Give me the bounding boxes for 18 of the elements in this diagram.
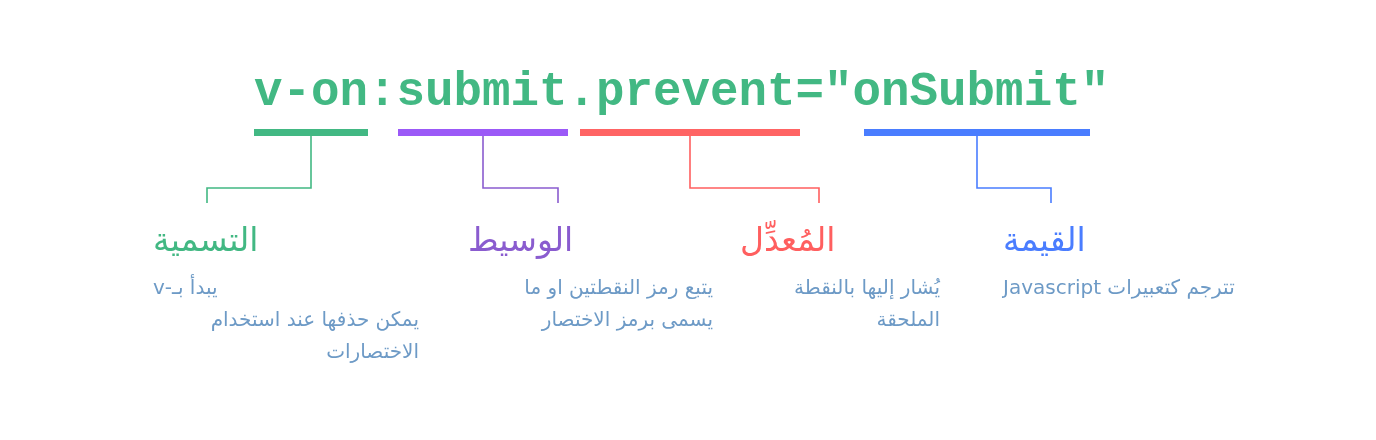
description: يتبع رمز النقطتين او ما يسمى برمز الاختصار — [523, 274, 713, 333]
description: يمكن حذفها عند استخدام الاختصارات — [209, 306, 419, 365]
leader-line — [206, 135, 312, 204]
leader-line — [482, 135, 559, 204]
underline-bar — [398, 129, 568, 136]
leader-line — [976, 135, 1052, 204]
underline-bar — [864, 129, 1090, 136]
term-heading: الوسيط — [468, 219, 574, 261]
description: يبدأ بـ-v — [153, 273, 218, 301]
underline-bar — [580, 129, 800, 136]
description: يُشار إليها بالنقطة الملحقة — [793, 274, 940, 333]
code-text: v-on:submit.prevent="onSubmit" — [254, 62, 1110, 122]
leader-line — [689, 135, 820, 204]
term-heading: القيمة — [1003, 219, 1086, 261]
underline-bar — [254, 129, 368, 136]
description: تترجم كتعبيرات Javascript — [1003, 274, 1235, 301]
term-heading: التسمية — [153, 219, 259, 261]
term-heading: المُعدِّل — [740, 219, 836, 261]
